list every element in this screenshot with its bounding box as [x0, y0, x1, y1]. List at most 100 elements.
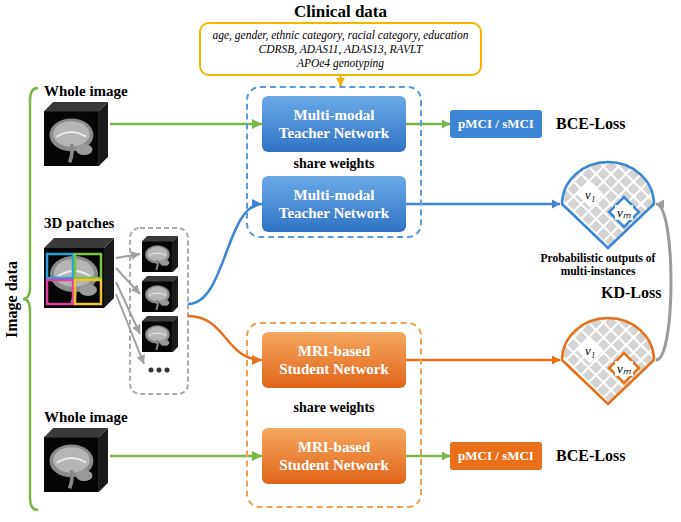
grid-line: [535, 314, 627, 406]
share-weights-label: share weights: [248, 399, 420, 417]
mri-whole-image: [44, 428, 108, 492]
teacher-network: Multi-modal Teacher Network: [262, 96, 406, 152]
teacher-network: Multi-modal Teacher Network: [262, 176, 406, 232]
arrow-head: [552, 356, 560, 365]
ellipsis-dot: [149, 368, 154, 373]
grid-outline: [562, 318, 654, 404]
network-name: Multi-modal Teacher Network: [274, 186, 394, 222]
grid-line: [655, 314, 681, 406]
loss-label: BCE-Loss: [556, 446, 625, 465]
group-label: Image data: [2, 261, 21, 338]
grid-line: [460, 158, 552, 250]
grid-line: [520, 158, 612, 250]
grid-line: [655, 314, 681, 406]
connector: [336, 76, 345, 86]
share-weights-label: share weights: [248, 155, 420, 173]
mri-whole-image: [44, 102, 108, 166]
image-arrow: [110, 123, 262, 126]
clinical-box: age, gender, ethnic category, racial cat…: [199, 22, 482, 76]
grid-line: [490, 314, 582, 406]
instance-output-grid: v₁vₘ: [560, 314, 656, 406]
instance-cell: [577, 337, 604, 364]
instance-symbol: v₁: [583, 187, 597, 202]
connector: [406, 356, 560, 365]
patch-arrow: [116, 254, 140, 258]
instance-symbol: vₘ: [615, 205, 633, 220]
grid-line: [640, 314, 681, 406]
grid-line: [535, 314, 627, 406]
image-caption: Whole image: [44, 408, 128, 426]
prediction-label: pMCI / sMCI: [458, 448, 534, 464]
instance-symbol: vₘ: [615, 361, 633, 376]
arrow-head: [656, 200, 664, 209]
grid-line: [670, 314, 681, 406]
grid-line: [490, 158, 582, 250]
clinical-variables: CDRSB, ADAS11, ADAS13, RAVLT: [258, 42, 422, 56]
connector-line: [406, 359, 560, 362]
loss-label: BCE-Loss: [556, 114, 625, 133]
patch-arrow: [116, 294, 144, 364]
grid-line: [475, 314, 567, 406]
student-network: MRI-based Student Network: [262, 428, 406, 484]
grid-line: [580, 314, 672, 406]
grid-line: [535, 158, 627, 250]
ellipsis-dot: [165, 368, 170, 373]
output-caption: Probabilistic outputs of multi-instances: [537, 252, 659, 278]
clinical-data-box: Clinical dataage, gender, ethnic categor…: [199, 2, 482, 76]
grid-line: [670, 158, 681, 250]
grid-line: [655, 158, 681, 250]
teacher-group: share weightsMulti-modal Teacher Network…: [246, 86, 422, 238]
grid-line: [580, 158, 672, 250]
grid-line: [640, 158, 681, 250]
clinical-variables: APOe4 genotyping: [297, 56, 384, 70]
grid-line: [640, 158, 681, 250]
patch-arrow: [188, 316, 262, 360]
grid-line: [520, 314, 612, 406]
instance-cell: [577, 181, 604, 208]
patch-box: [47, 280, 73, 304]
arrow-head: [552, 200, 560, 209]
arrow-head: [442, 452, 450, 461]
grid-line: [580, 158, 672, 250]
connector: [406, 452, 450, 461]
network-name: MRI-based Student Network: [274, 342, 394, 378]
grid-outline: [562, 162, 654, 248]
grid-line: [490, 158, 582, 250]
grid-line: [460, 314, 552, 406]
grid-line: [475, 158, 567, 250]
grid-line: [535, 158, 627, 250]
grid-line: [670, 314, 681, 406]
mri-patch: [142, 236, 178, 272]
mri-patch: [142, 276, 178, 312]
network-name: Multi-modal Teacher Network: [274, 106, 394, 142]
mri-patch: [142, 316, 178, 352]
patch-box: [75, 280, 101, 304]
network-name: MRI-based Student Network: [274, 438, 394, 474]
instance-output-grid: v₁ vₘ: [560, 158, 656, 250]
prediction-label: pMCI / sMCI: [458, 116, 534, 132]
grid-line: [475, 158, 567, 250]
grid-line: [460, 158, 552, 250]
connector-line: [656, 204, 671, 360]
loss-label: KD-Loss: [600, 284, 662, 302]
grid-lines: [460, 158, 681, 250]
connector: [406, 120, 450, 129]
arrow-head: [442, 120, 450, 129]
prediction-box: pMCI / sMCI: [450, 442, 542, 470]
image-caption: Whole image: [44, 82, 128, 100]
grid-line: [505, 314, 597, 406]
student-network: MRI-based Student Network: [262, 332, 406, 388]
image-arrow: [110, 455, 262, 458]
patch-box: [47, 254, 73, 278]
grid-line: [655, 158, 681, 250]
panel-heading: Clinical data: [294, 2, 387, 22]
connector: [406, 200, 560, 209]
grid-line: [490, 314, 582, 406]
connector: [656, 200, 671, 361]
patch-arrow: [188, 204, 262, 304]
grid-line: [580, 314, 672, 406]
grid-line: [520, 314, 612, 406]
grid-shape: [560, 314, 656, 406]
grid-line: [475, 314, 567, 406]
